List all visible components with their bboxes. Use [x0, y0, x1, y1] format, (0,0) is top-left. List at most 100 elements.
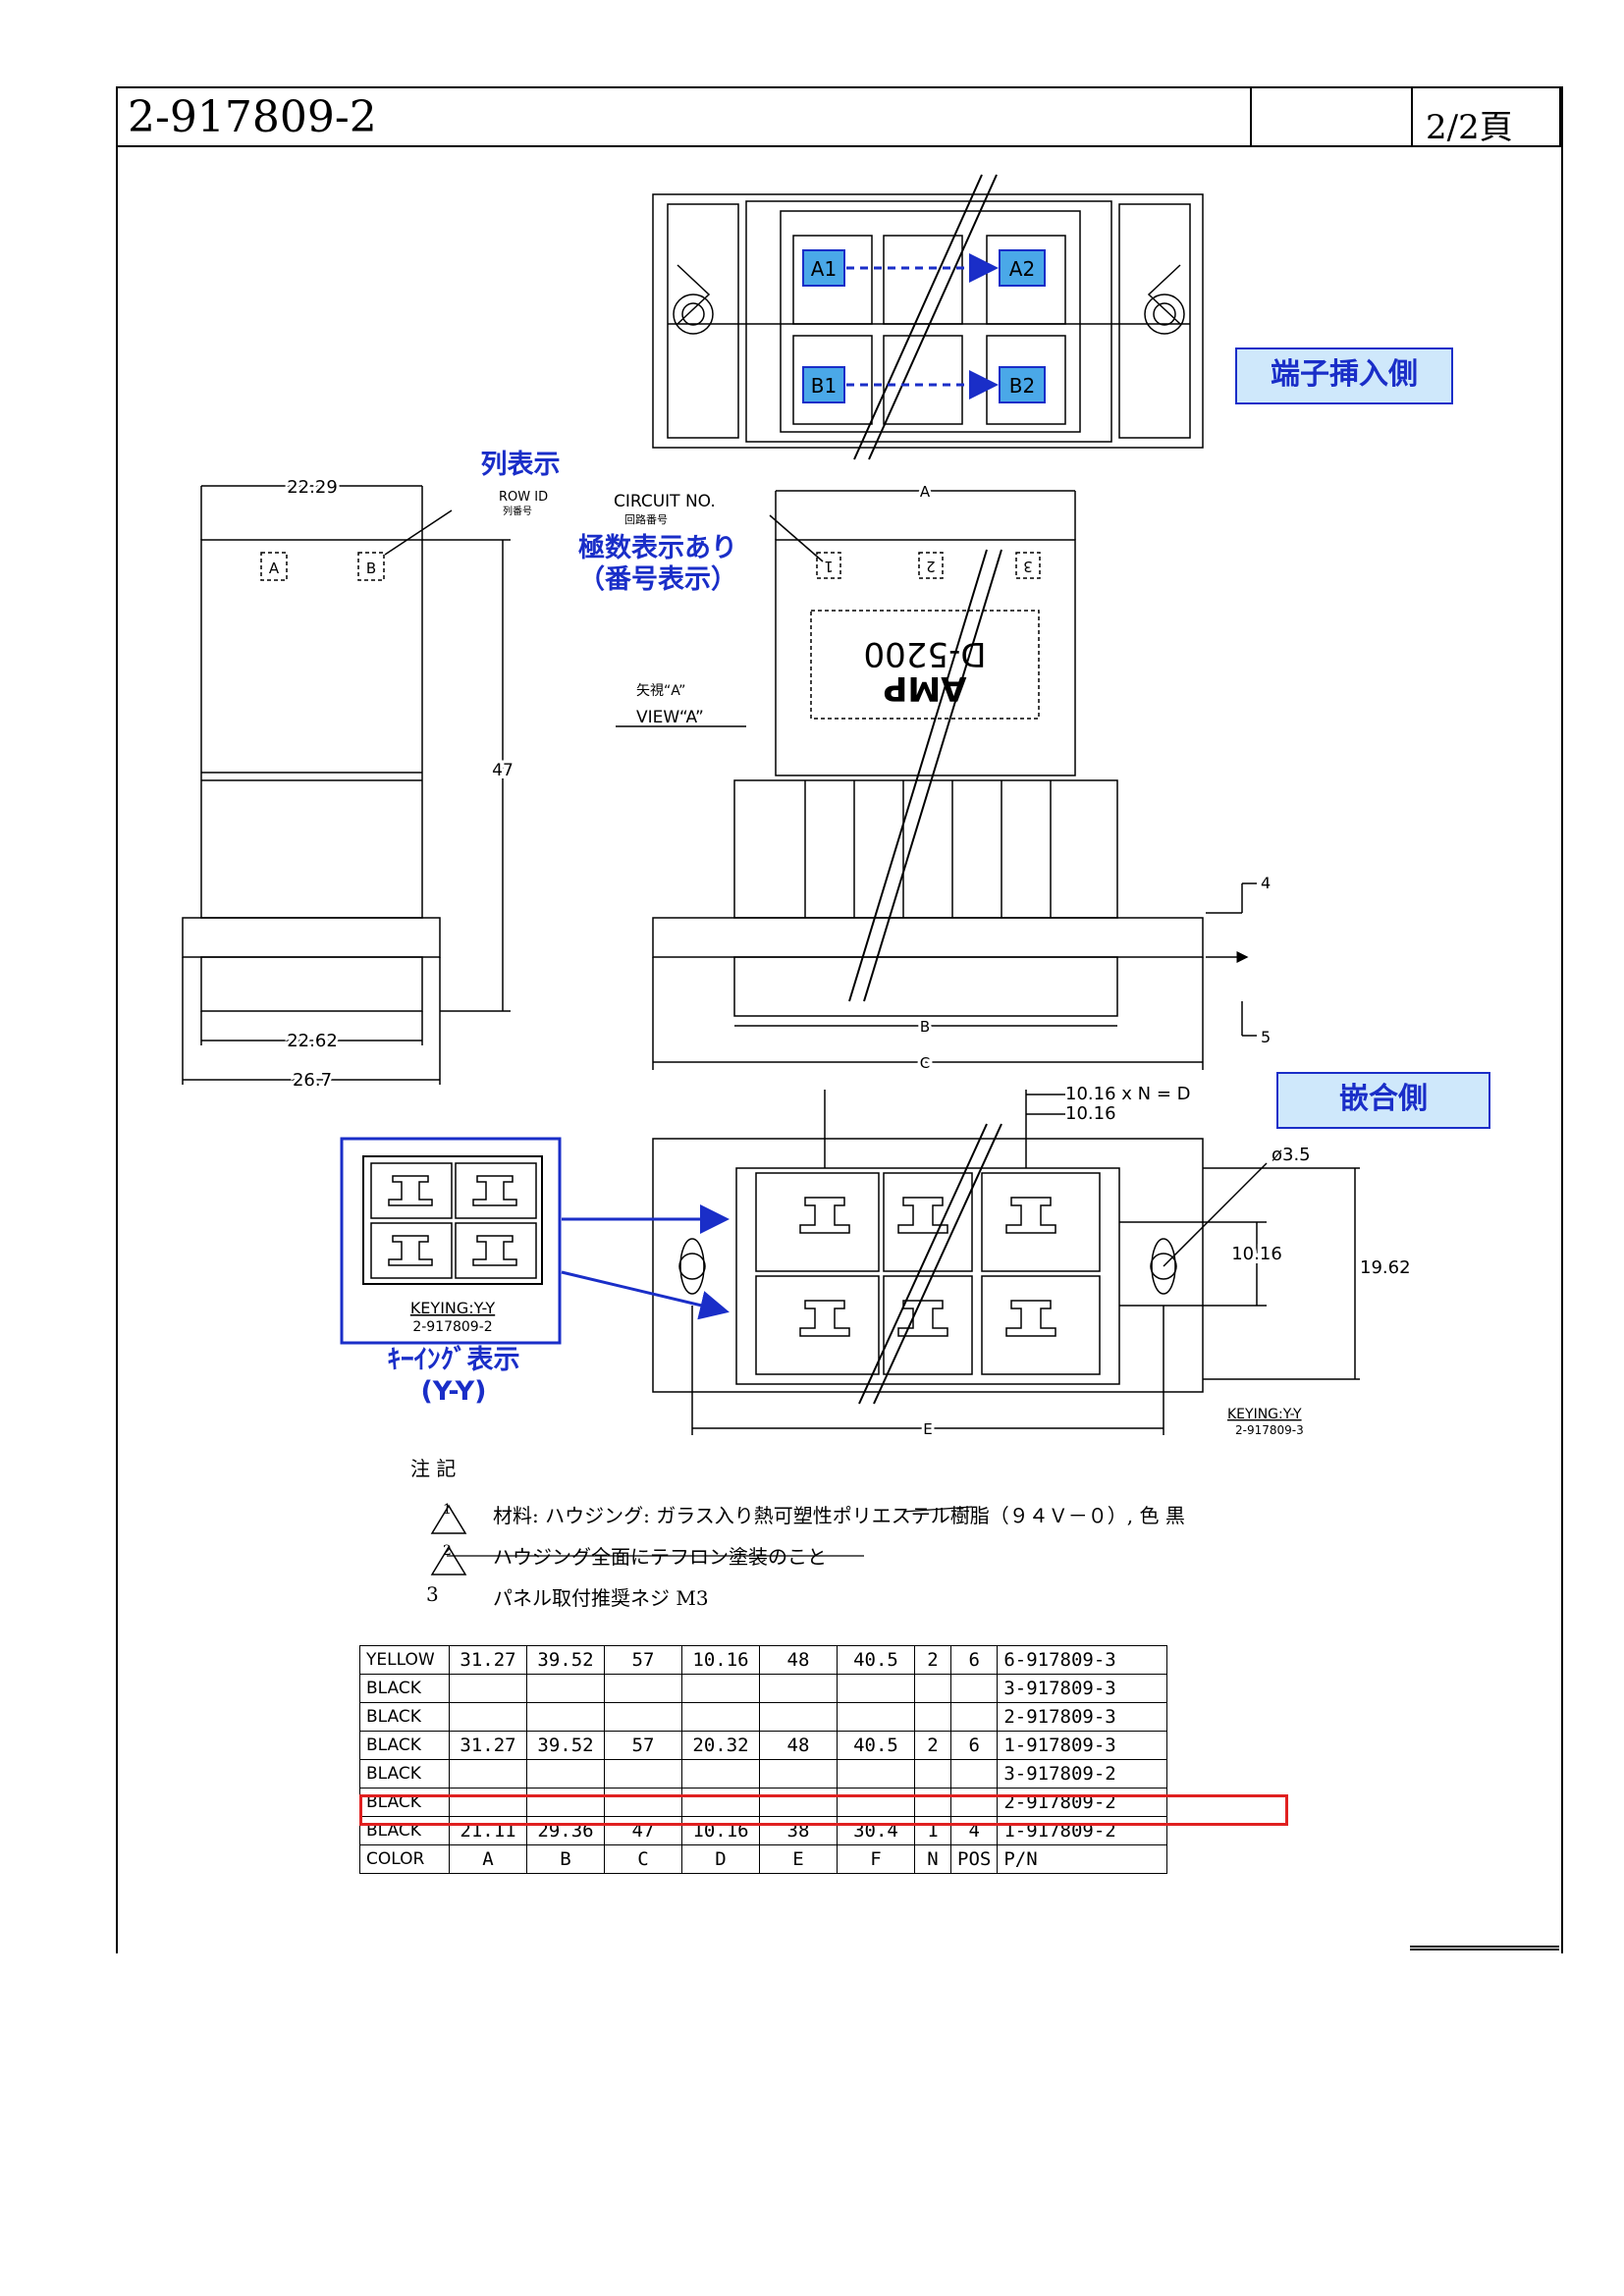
svg-text:VIEW“A”: VIEW“A”	[636, 708, 704, 727]
svg-text:矢視“A”: 矢視“A”	[636, 683, 685, 699]
table-cell: BLACK	[359, 1702, 450, 1732]
table-cell	[837, 1702, 915, 1732]
front-view-labels: CIRCUIT NO. 回路番号 1 2 3 D-5200 AMP 矢視“A” …	[614, 480, 1271, 1075]
page-number: 2/2頁	[1426, 108, 1513, 147]
note-text: 材料: ハウジング: ガラス入り熱可塑性ポリエステル樹脂（９４Ｖ－０）, 色 黒	[493, 1504, 1185, 1527]
table-cell: 4	[949, 1816, 999, 1845]
header-divider	[1411, 88, 1413, 145]
table-cell	[449, 1702, 527, 1732]
table-cell: 48	[759, 1731, 838, 1760]
front-break	[848, 549, 1002, 1002]
table-cell	[914, 1788, 951, 1817]
svg-text:26.7: 26.7	[293, 1070, 332, 1091]
keying-display-line1: ｷｰｲﾝｸﾞ表示	[387, 1345, 520, 1375]
cavity-b2-label: B2	[1009, 374, 1035, 398]
table-cell: P/N	[997, 1844, 1168, 1874]
svg-text:ROW ID: ROW ID	[499, 490, 548, 505]
terminal-insert-side-callout: 端子挿入側	[1235, 347, 1453, 404]
notes-section: 注 記 1 材料: ハウジング: ガラス入り熱可塑性ポリエステル樹脂（９４Ｖ－０…	[410, 1453, 1185, 1624]
note-text: パネル取付推奨ネジ M3	[493, 1586, 709, 1610]
svg-text:2: 2	[926, 558, 936, 575]
table-cell: C	[604, 1844, 682, 1874]
keying-detail-labels: KEYING:Y-Y 2-917809-2	[410, 1299, 496, 1335]
svg-text:19.62: 19.62	[1360, 1257, 1411, 1278]
table-cell	[949, 1674, 999, 1703]
note-text: ハウジング全面にテフロン塗装のこと	[493, 1545, 827, 1569]
table-cell	[604, 1759, 682, 1789]
svg-text:AMP: AMP	[883, 668, 966, 708]
table-cell	[949, 1788, 999, 1817]
table-cell: 20.32	[681, 1731, 760, 1760]
mating-break	[858, 1123, 1002, 1405]
table-cell: 39.52	[526, 1731, 605, 1760]
table-cell	[914, 1759, 951, 1789]
table-cell	[949, 1702, 999, 1732]
keying-display-label: ｷｰｲﾝｸﾞ表示 (Y-Y)	[355, 1345, 552, 1408]
table-cell	[449, 1759, 527, 1789]
svg-text:22.62: 22.62	[287, 1031, 338, 1051]
table-cell: 6-917809-3	[997, 1645, 1168, 1675]
title-block: 2-917809-2 2/2頁	[116, 86, 1561, 147]
svg-text:22.29: 22.29	[287, 477, 338, 498]
table-cell	[526, 1702, 605, 1732]
table-cell: 31.27	[449, 1731, 527, 1760]
mating-view	[652, 1090, 1360, 1435]
table-cell: D	[681, 1844, 760, 1874]
table-cell: BLACK	[359, 1816, 450, 1845]
table-cell: A	[449, 1844, 527, 1874]
svg-text:B: B	[920, 1018, 930, 1036]
table-cell	[759, 1702, 838, 1732]
table-cell	[681, 1702, 760, 1732]
table-cell	[526, 1759, 605, 1789]
table-cell: F	[837, 1844, 915, 1874]
pole-display-label: 極数表示あり （番号表示）	[560, 533, 756, 596]
svg-text:ø3.5: ø3.5	[1272, 1145, 1311, 1165]
side-view-labels: 22.29 ROW ID 列番号 A B 47 22.62 26.7	[269, 474, 548, 1094]
svg-text:10.16: 10.16	[1065, 1103, 1116, 1124]
svg-text:A: A	[920, 483, 931, 501]
svg-text:回路番号: 回路番号	[624, 513, 668, 526]
table-cell: N	[914, 1844, 951, 1874]
svg-text:10.16: 10.16	[1231, 1244, 1282, 1264]
row-display-label: 列表示	[480, 450, 561, 480]
svg-text:E: E	[923, 1420, 932, 1438]
mating-side-callout: 嵌合側	[1276, 1072, 1490, 1129]
side-view	[182, 485, 511, 1085]
table-cell: 6	[949, 1645, 999, 1675]
mating-view-labels: 10.16 x N = D 10.16 ø3.5 10.16 19.62 E K…	[920, 1084, 1414, 1441]
table-cell: 2	[914, 1645, 951, 1675]
table-cell: 2-917809-2	[997, 1788, 1168, 1817]
svg-text:列番号: 列番号	[503, 505, 532, 517]
note-number: 1	[443, 1502, 452, 1518]
cavity-a1-label: A1	[811, 257, 837, 281]
pole-display-line2: （番号表示）	[578, 564, 737, 595]
front-view	[616, 490, 1257, 1070]
table-cell: 39.52	[526, 1645, 605, 1675]
table-cell: YELLOW	[359, 1645, 450, 1675]
table-cell: E	[759, 1844, 838, 1874]
svg-text:2-917809-3: 2-917809-3	[1235, 1423, 1304, 1437]
highlight-row-frame	[359, 1794, 1288, 1826]
keying-display-line2: (Y-Y)	[420, 1376, 487, 1407]
table-cell: B	[526, 1844, 605, 1874]
svg-text:5: 5	[1261, 1028, 1271, 1046]
svg-text:B: B	[366, 560, 376, 577]
table-cell: 40.5	[837, 1645, 915, 1675]
svg-text:A: A	[269, 560, 280, 577]
top-view	[652, 193, 1204, 449]
note-number: 3	[426, 1582, 439, 1606]
svg-text:10.16 x N = D: 10.16 x N = D	[1065, 1084, 1190, 1104]
table-cell: 2	[914, 1731, 951, 1760]
svg-text:2-917809-2: 2-917809-2	[412, 1319, 492, 1335]
table-cell	[681, 1759, 760, 1789]
table-cell	[949, 1759, 999, 1789]
document-number: 2-917809-2	[128, 92, 377, 142]
